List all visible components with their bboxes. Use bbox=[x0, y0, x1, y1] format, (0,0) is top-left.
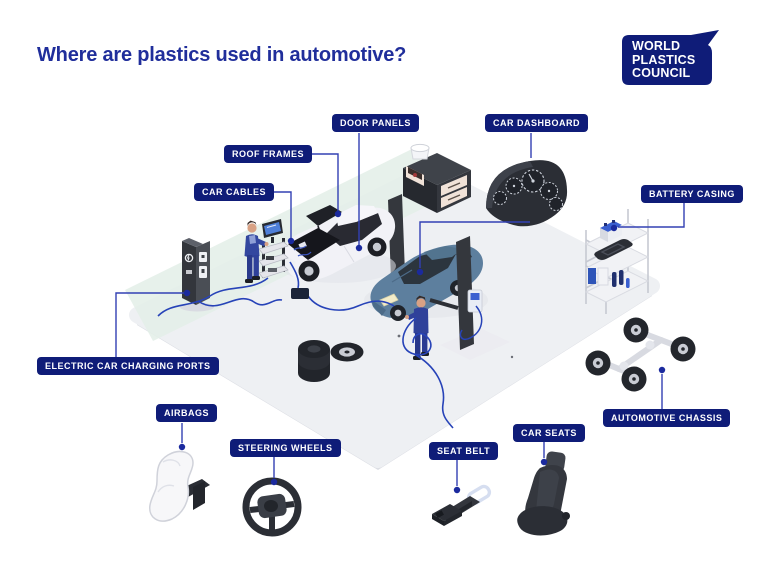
bottle-icon bbox=[612, 272, 617, 287]
tool-cabinet bbox=[403, 143, 471, 213]
parts-shelf bbox=[584, 209, 650, 314]
callout-connectors bbox=[115, 133, 685, 494]
callout-car-dashboard: CAR DASHBOARD bbox=[485, 114, 588, 132]
seat-belt-icon bbox=[432, 484, 492, 526]
battery-icon bbox=[600, 220, 622, 242]
diagnostic-cart bbox=[258, 219, 289, 279]
dashboard-illustration bbox=[486, 160, 568, 227]
callout-door-panels: DOOR PANELS bbox=[332, 114, 419, 132]
callout-roof-frames: ROOF FRAMES bbox=[224, 145, 312, 163]
bottle-icon bbox=[626, 278, 630, 288]
logo-bubble-icon bbox=[622, 30, 719, 85]
logo-line-2: PLASTICS bbox=[632, 52, 696, 67]
white-car-icon bbox=[282, 205, 396, 282]
world-plastics-council-logo: WORLD PLASTICS COUNCIL bbox=[615, 28, 723, 88]
callout-automotive-chassis: AUTOMOTIVE CHASSIS bbox=[603, 409, 731, 427]
bottle-icon bbox=[619, 270, 624, 285]
callout-car-seats: CAR SEATS bbox=[513, 424, 585, 442]
callout-electric-car-charging-ports: ELECTRIC CAR CHARGING PORTS bbox=[37, 357, 219, 375]
charging-cables bbox=[157, 261, 454, 429]
page-title: Where are plastics used in automotive? bbox=[37, 44, 407, 66]
chassis-wheels bbox=[585, 317, 696, 392]
callout-steering-wheels: STEERING WHEELS bbox=[230, 439, 341, 457]
cable-adapter-icon bbox=[291, 288, 309, 299]
logo-text: WORLD PLASTICS COUNCIL bbox=[632, 39, 696, 81]
lift-post-right bbox=[429, 236, 510, 360]
callout-seat-belt: SEAT BELT bbox=[429, 442, 499, 460]
car-seat-icon bbox=[517, 451, 570, 536]
monitor-icon bbox=[262, 219, 283, 243]
callout-battery-casing: BATTERY CASING bbox=[641, 185, 743, 203]
charging-station-icon bbox=[180, 238, 214, 312]
logo-line-3: COUNCIL bbox=[632, 66, 691, 80]
logo-line-1: WORLD bbox=[632, 39, 681, 53]
chassis-icon bbox=[585, 317, 696, 392]
canister-icon bbox=[588, 268, 596, 284]
airbag-icon bbox=[149, 450, 210, 522]
technician-with-cable bbox=[405, 295, 429, 360]
bucket-icon bbox=[410, 143, 430, 153]
battery-casing-icon bbox=[594, 239, 633, 260]
technician-at-cart bbox=[244, 220, 269, 283]
tire-stack-icon bbox=[298, 340, 364, 382]
callout-airbags: AIRBAGS bbox=[156, 404, 218, 422]
callout-car-cables: CAR CABLES bbox=[194, 183, 275, 201]
steering-wheel-icon bbox=[242, 477, 302, 537]
